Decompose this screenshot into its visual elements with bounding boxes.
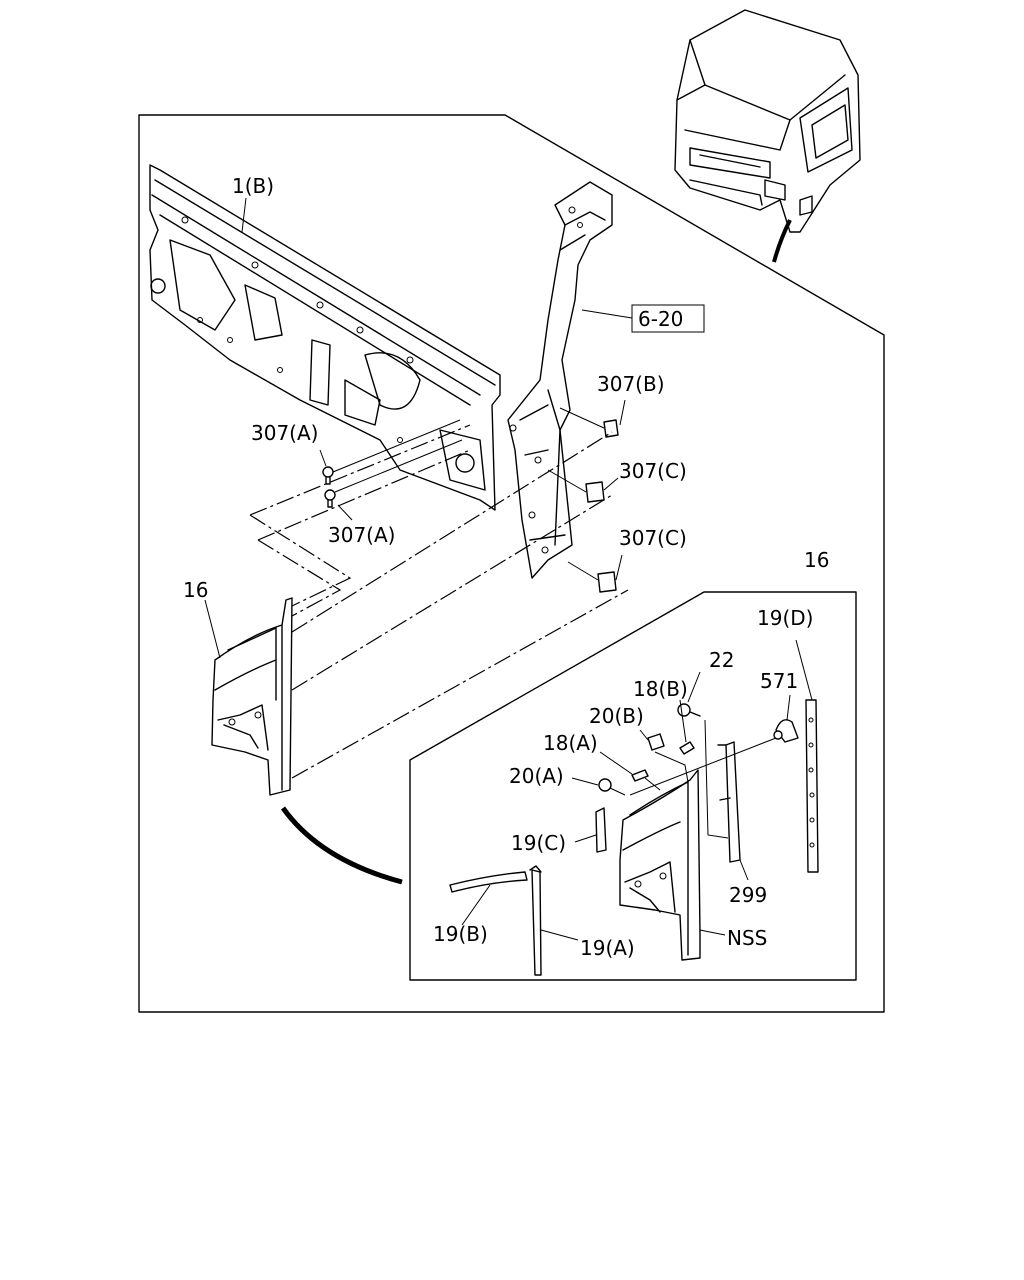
label-18a: 18(A) (543, 731, 598, 755)
clip-307c-upper (585, 481, 605, 503)
label-307a-lower: 307(A) (328, 523, 395, 547)
label-16-right: 16 (804, 548, 829, 572)
label-20b: 20(B) (589, 704, 644, 728)
clip-307b (603, 419, 619, 438)
strip-19b (449, 871, 528, 893)
clip-307a-lower (324, 489, 336, 508)
bracket-19c (595, 807, 607, 853)
cowl-panel (149, 164, 501, 511)
label-18b: 18(B) (633, 677, 688, 701)
pillar-panel (507, 181, 613, 579)
label-571: 571 (760, 669, 798, 693)
clip-307c-lower (597, 571, 617, 593)
label-20a: 20(A) (509, 764, 564, 788)
detail-frame (409, 591, 857, 981)
strip-19a (529, 865, 542, 976)
clip-571 (773, 719, 799, 743)
label-19a: 19(A) (580, 936, 635, 960)
trim-part-16 (211, 597, 293, 796)
label-19d: 19(D) (757, 606, 813, 630)
pad-18b (679, 741, 695, 755)
truck-cab-thumbnail (674, 9, 861, 263)
detail-trim-nss (619, 769, 701, 961)
label-307c-lower: 307(C) (619, 526, 687, 550)
clip-20a (598, 778, 612, 792)
strip-19d (805, 699, 819, 873)
label-16-left: 16 (183, 578, 208, 602)
label-19c: 19(C) (511, 831, 566, 855)
label-299: 299 (729, 883, 767, 907)
label-19b: 19(B) (433, 922, 488, 946)
label-307b: 307(B) (597, 372, 665, 396)
label-6-20: 6-20 (638, 307, 683, 331)
label-nss: NSS (727, 926, 767, 950)
clip-20b (647, 733, 665, 751)
label-22: 22 (709, 648, 734, 672)
main-frame (138, 114, 885, 1013)
label-307a-upper: 307(A) (251, 421, 318, 445)
pad-18a (631, 769, 649, 782)
label-307c-upper: 307(C) (619, 459, 687, 483)
ref-box-6-20 (631, 304, 705, 333)
label-1b: 1(B) (232, 174, 274, 198)
